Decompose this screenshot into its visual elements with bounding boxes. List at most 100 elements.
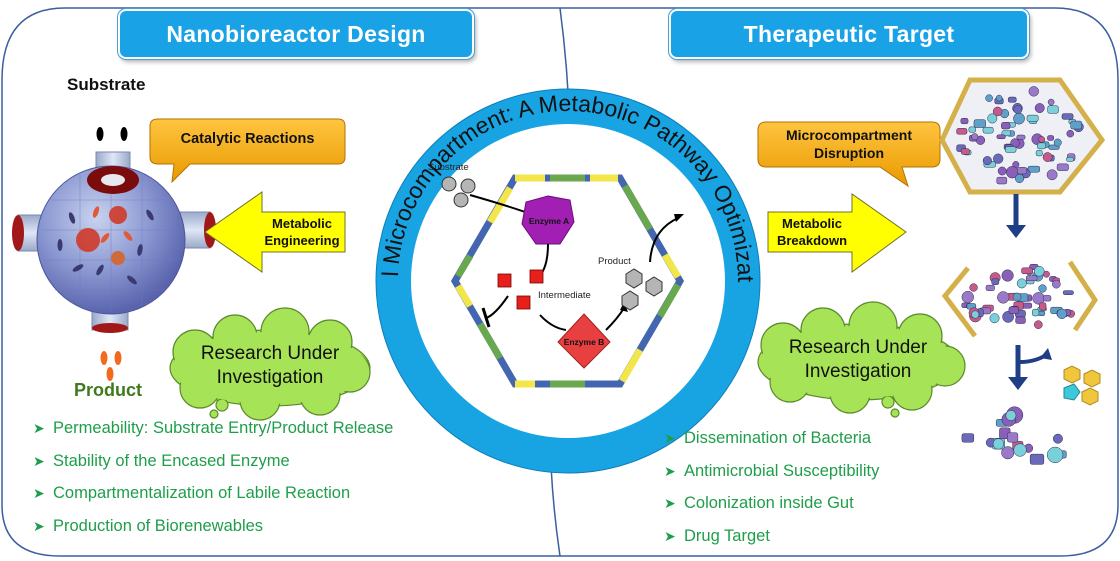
- catalytic-callout-shape: [149, 118, 346, 184]
- disruption-callout-text: Microcompartment Disruption: [758, 126, 940, 162]
- enzyme-particle: [997, 166, 1007, 176]
- enzyme-particle: [1016, 134, 1026, 140]
- right-bullet-list: ➤Dissemination of Bacteria ➤Antimicrobia…: [664, 422, 879, 552]
- enzyme-particle: [1037, 142, 1047, 150]
- enzyme-particle: [1017, 167, 1028, 175]
- enzyme-particle: [1007, 96, 1017, 103]
- enzyme-particle: [1035, 150, 1043, 157]
- bullet-arrow-icon: ➤: [664, 495, 676, 511]
- intermediate-arrow: [539, 314, 567, 331]
- broken-microcompartment: [941, 260, 1098, 338]
- left-bullet-item: ➤Stability of the Encased Enzyme: [33, 445, 393, 478]
- intermediate-label: Intermediate: [538, 290, 591, 301]
- inhibition-line: [485, 295, 509, 319]
- left-bullet-text: Compartmentalization of Labile Reaction: [53, 484, 351, 502]
- enzyme-particle: [1066, 129, 1074, 138]
- enzyme-particle: [971, 310, 980, 319]
- bullet-arrow-icon: ➤: [664, 527, 676, 544]
- right-panel-title: Therapeutic Target: [669, 9, 1029, 59]
- enzyme-particle: [961, 290, 974, 304]
- bullet-arrow-icon: ➤: [664, 430, 676, 446]
- enzyme-particle: [1012, 292, 1022, 302]
- left-bullet-item: ➤Production of Biorenewables: [33, 510, 393, 543]
- enzyme-particle: [960, 117, 969, 125]
- intermediate-molecules: [497, 269, 544, 310]
- enzyme-particle: [1002, 311, 1014, 323]
- right-bullet-text: Drug Target: [684, 526, 770, 545]
- enzyme-b-label: Enzyme B: [563, 337, 605, 347]
- product-exit-arrow: [649, 217, 679, 263]
- enzyme-particle: [985, 94, 993, 102]
- enzyme-particle: [1038, 136, 1046, 143]
- enzyme-particle: [1007, 432, 1019, 443]
- enzyme-particle: [1034, 103, 1045, 113]
- enzyme-particle: [1046, 169, 1058, 181]
- left-panel-title: Nanobioreactor Design: [118, 9, 474, 59]
- catalytic-callout-text: Catalytic Reactions: [180, 131, 315, 147]
- enzyme-particle: [1034, 320, 1043, 329]
- enzyme-particle: [992, 438, 1004, 450]
- enzyme-particle: [961, 433, 975, 443]
- enzyme-particle: [1013, 105, 1023, 114]
- enzyme-particle: [975, 135, 986, 145]
- enzyme-particle: [969, 283, 978, 292]
- enzyme-particle: [987, 113, 998, 124]
- enzyme-particle: [1004, 146, 1017, 153]
- microcompartment-shell: [450, 174, 685, 388]
- enzyme-particle: [1056, 308, 1068, 319]
- enzyme-particle: [982, 126, 994, 134]
- enzyme-particle: [1062, 290, 1074, 295]
- enzyme-particle: [1047, 105, 1059, 114]
- released-enzymes: [961, 406, 1067, 465]
- right-bullet-text: Colonization inside Gut: [684, 494, 854, 512]
- product-label: Product: [74, 380, 143, 400]
- left-cloud-line2: Investigation: [216, 367, 324, 388]
- enzyme-particle: [1042, 295, 1052, 302]
- enzyme-particle: [1016, 278, 1027, 289]
- metabolic-breakdown-line1: Metabolic: [782, 216, 842, 231]
- metabolic-breakdown-arrow: [767, 193, 907, 273]
- enzyme-particle: [1015, 316, 1026, 324]
- enzyme-particle: [960, 148, 970, 155]
- nanobioreactor-sphere: [12, 151, 216, 333]
- enzyme-particle: [1026, 114, 1039, 122]
- disruption-line2: Disruption: [814, 145, 884, 161]
- enzyme-particle: [992, 106, 1003, 117]
- right-bullet-item: ➤Dissemination of Bacteria: [664, 422, 879, 455]
- left-cloud-line1: Research Under: [200, 343, 340, 364]
- enzyme-particle: [968, 126, 976, 133]
- enzyme-particle: [1052, 279, 1061, 289]
- enzyme-particle: [1047, 98, 1055, 106]
- enzyme-particle: [1056, 163, 1069, 171]
- enzyme-particle: [1042, 152, 1053, 162]
- enzyme-particle: [1032, 308, 1040, 317]
- right-panel-border: [560, 7, 1119, 557]
- enzyme-particle: [1039, 302, 1047, 311]
- bullet-arrow-icon: ➤: [33, 517, 45, 534]
- enzyme-a-label: Enzyme A: [528, 216, 570, 226]
- right-bullet-text: Antimicrobial Susceptibility: [684, 461, 880, 480]
- enzyme-particle: [1013, 443, 1027, 457]
- substrate-label: Substrate: [67, 75, 146, 94]
- enzyme-particle: [1046, 446, 1064, 464]
- enzyme-particle: [1052, 433, 1063, 444]
- enzyme-particle: [1025, 275, 1038, 282]
- metabolic-engineering-line2: Engineering: [264, 233, 340, 248]
- right-bullet-item: ➤Antimicrobial Susceptibility: [664, 455, 879, 488]
- bullet-arrow-icon: ➤: [33, 485, 45, 501]
- metabolic-engineering-line1: Metabolic: [272, 216, 332, 231]
- enzyme-particle: [985, 284, 995, 291]
- bullet-arrow-icon: ➤: [33, 420, 45, 436]
- enzyme-particle: [973, 119, 986, 128]
- enzyme-particle: [982, 156, 992, 166]
- product-dots: [100, 351, 122, 381]
- enzyme-particle: [1001, 269, 1014, 282]
- right-bullet-item: ➤ Colonization inside Gut: [664, 487, 879, 520]
- right-cloud-line1: Research Under: [788, 337, 928, 358]
- enzyme-particle: [1047, 135, 1055, 141]
- enzyme-particle: [971, 133, 979, 141]
- product-molecules: [621, 268, 663, 311]
- metabolic-breakdown-label: Metabolic Breakdown: [770, 215, 854, 249]
- left-bullet-item: ➤ Compartmentalization of Labile Reaction: [33, 477, 393, 510]
- enzyme-particle: [1001, 130, 1011, 137]
